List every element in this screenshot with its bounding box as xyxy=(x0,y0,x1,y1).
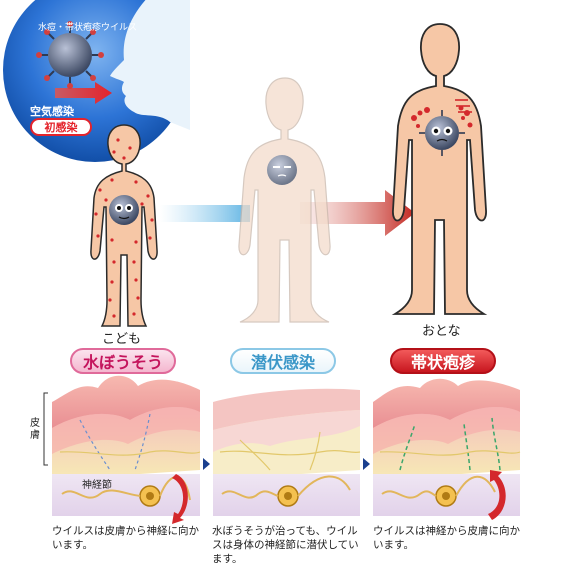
nerve-box-latent xyxy=(213,474,360,516)
rash-dot xyxy=(112,314,116,318)
caption-shingles: ウイルスは神経から皮膚に向かいます。 xyxy=(373,525,520,551)
rash-dot xyxy=(146,194,150,198)
rash-dot xyxy=(136,296,140,300)
rash-dot xyxy=(134,240,138,244)
rash-dot xyxy=(112,260,116,264)
nerve-box-shingles xyxy=(373,470,520,520)
spread-arrow-up xyxy=(488,470,506,520)
rash-dot xyxy=(128,146,132,150)
rash-dot xyxy=(132,260,136,264)
rash-dots xyxy=(94,138,154,318)
rash-dot xyxy=(122,156,126,160)
caption-latent: 水ぼうそうが治っても、ウイルスは身体の神経節に潜伏しています。 xyxy=(212,525,359,565)
latent-virus-icon xyxy=(267,155,297,185)
rash-dot xyxy=(98,188,102,192)
rash-dot xyxy=(132,312,136,316)
skin-section-shingles xyxy=(373,378,521,480)
latent-transition-arrow xyxy=(160,205,250,222)
rash-dot xyxy=(112,150,116,154)
virus-name-label: 水痘・帯状疱疹ウイルス xyxy=(38,23,138,33)
airborne-label: 空気感染 xyxy=(30,105,74,118)
airborne-arrow xyxy=(55,82,112,104)
rash-dot xyxy=(116,138,120,142)
child-figure xyxy=(90,124,158,327)
rash-dot xyxy=(140,202,144,206)
adult-label: おとな xyxy=(422,324,461,339)
first-infection-label: 初感染 xyxy=(44,121,78,134)
spread-arrow-down xyxy=(172,474,188,524)
child-label: こども xyxy=(102,332,142,347)
stage-name-shingles: 帯状疱疹 xyxy=(410,353,475,372)
virus-icon xyxy=(36,21,104,89)
ganglion-label: 神経節 xyxy=(82,480,112,491)
adult-figure xyxy=(391,23,488,315)
skin-section-chickenpox xyxy=(52,375,201,480)
child-virus-icon xyxy=(109,195,139,225)
rash-dot xyxy=(110,238,114,242)
rash-dot xyxy=(104,198,108,202)
section-arrow-1 xyxy=(203,458,210,470)
skin-section-latent xyxy=(213,388,361,480)
pain-marks xyxy=(455,99,472,113)
skin-label: 皮膚 xyxy=(30,418,40,441)
section-arrow-2 xyxy=(363,458,370,470)
rash-dot xyxy=(110,280,114,284)
reactivation-arrow xyxy=(300,190,415,236)
skin-bracket xyxy=(43,392,48,466)
caption-chickenpox: ウイルスは皮膚から神経に向かいます。 xyxy=(52,525,199,551)
stage-badge-shingles: 帯状疱疹 xyxy=(390,348,496,374)
nerve-box-chickenpox xyxy=(52,474,200,524)
rash-dot xyxy=(150,218,154,222)
rash-dot xyxy=(96,234,100,238)
rash-dot xyxy=(134,180,138,184)
rash-dot xyxy=(108,298,112,302)
latent-figure xyxy=(238,77,331,323)
first-infection-badge: 初感染 xyxy=(30,118,92,136)
face-silhouette xyxy=(110,0,190,130)
stage-name-chickenpox: 水ぼうそう xyxy=(82,353,163,372)
stage-badge-latent: 潜伏感染 xyxy=(230,348,336,374)
rash-dot xyxy=(110,178,114,182)
stage-badge-chickenpox: 水ぼうそう xyxy=(70,348,176,374)
rash-dot xyxy=(148,236,152,240)
rash-dot xyxy=(134,278,138,282)
stage-name-latent: 潜伏感染 xyxy=(250,353,315,372)
rash-dot xyxy=(94,212,98,216)
adult-virus-icon xyxy=(419,110,465,156)
